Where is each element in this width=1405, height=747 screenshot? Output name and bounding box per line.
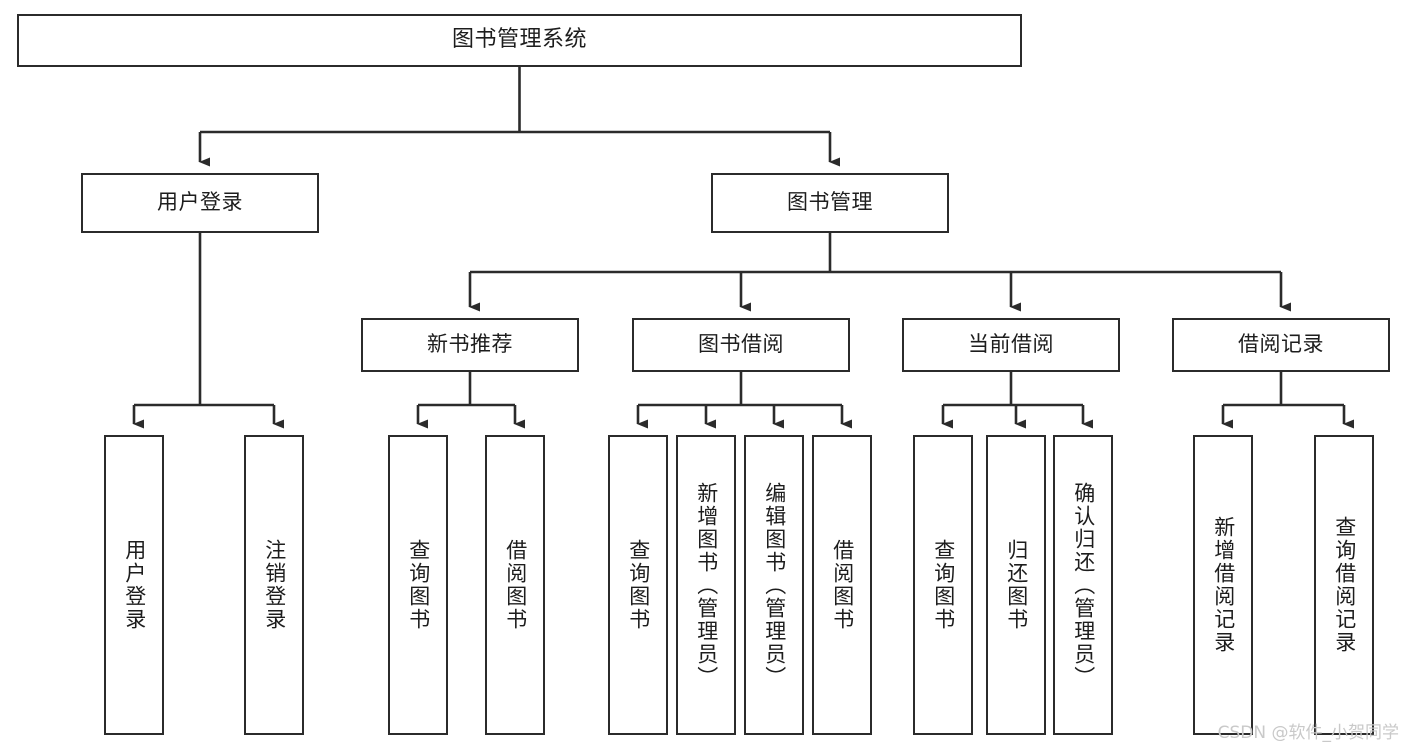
node-leaf-add-record[interactable]: 新增借阅记录 [1193,435,1253,735]
node-leaf-query-book-1[interactable]: 查询图书 [388,435,448,735]
node-leaf-confirm-return[interactable]: 确认归还（管理员） [1053,435,1113,735]
node-leaf-return-book[interactable]: 归还图书 [986,435,1046,735]
node-leaf-query-book-2[interactable]: 查询图书 [608,435,668,735]
node-root-label: 图书管理系统 [451,27,587,53]
node-user_login[interactable]: 用户登录 [81,173,319,233]
node-leaf-edit-book[interactable]: 编辑图书（管理员） [744,435,804,735]
node-leaf-query-book-3[interactable]: 查询图书 [913,435,973,735]
node-leaf-query-book-1-label: 查询图书 [406,539,431,631]
node-book_manage-label: 图书管理 [787,190,873,215]
node-leaf-query-record[interactable]: 查询借阅记录 [1314,435,1374,735]
node-book_manage[interactable]: 图书管理 [711,173,949,233]
node-leaf-query-record-label: 查询借阅记录 [1332,516,1357,654]
node-leaf-confirm-return-label: 确认归还（管理员） [1071,481,1096,689]
node-leaf-return-book-label: 归还图书 [1004,539,1029,631]
node-new_book_rec-label: 新书推荐 [427,332,513,357]
node-root[interactable]: 图书管理系统 [17,14,1022,67]
node-current_borrow[interactable]: 当前借阅 [902,318,1120,372]
node-leaf-add-record-label: 新增借阅记录 [1211,516,1236,654]
node-leaf-edit-book-label: 编辑图书（管理员） [762,481,787,689]
node-book_borrow[interactable]: 图书借阅 [632,318,850,372]
node-leaf-borrow-book-2[interactable]: 借阅图书 [812,435,872,735]
node-leaf-user-login[interactable]: 用户登录 [104,435,164,735]
node-leaf-query-book-2-label: 查询图书 [626,539,651,631]
node-leaf-borrow-book-1[interactable]: 借阅图书 [485,435,545,735]
node-current_borrow-label: 当前借阅 [968,332,1054,357]
node-leaf-borrow-book-2-label: 借阅图书 [830,539,855,631]
node-leaf-borrow-book-1-label: 借阅图书 [503,539,528,631]
node-leaf-add-book-label: 新增图书（管理员） [694,481,719,689]
node-new_book_rec[interactable]: 新书推荐 [361,318,579,372]
node-user_login-label: 用户登录 [157,190,243,215]
node-book_borrow-label: 图书借阅 [698,332,784,357]
node-leaf-add-book[interactable]: 新增图书（管理员） [676,435,736,735]
node-leaf-query-book-3-label: 查询图书 [931,539,956,631]
node-borrow_record[interactable]: 借阅记录 [1172,318,1390,372]
node-leaf-logout[interactable]: 注销登录 [244,435,304,735]
watermark-label: CSDN @软件_小贺同学 [1217,723,1399,743]
node-borrow_record-label: 借阅记录 [1238,332,1324,357]
connector-group [132,67,1354,429]
node-leaf-logout-label: 注销登录 [262,539,287,631]
node-leaf-user-login-label: 用户登录 [122,539,147,631]
